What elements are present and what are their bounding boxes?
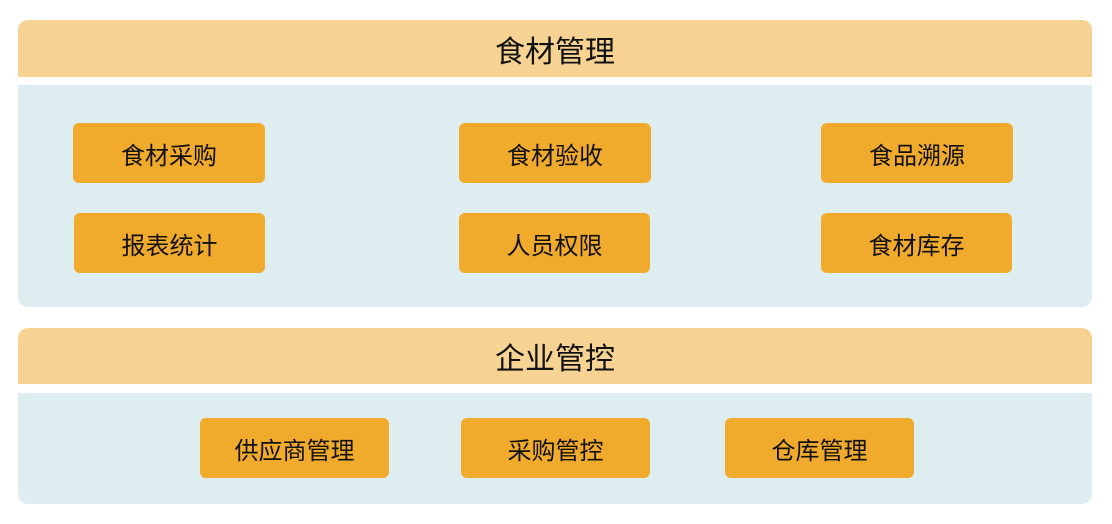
food-traceability-button[interactable]: 食品溯源: [821, 123, 1013, 183]
food-purchase-button[interactable]: 食材采购: [73, 123, 265, 183]
section-header-enterprise-control: 企业管控: [18, 328, 1092, 384]
personnel-permissions-button[interactable]: 人员权限: [459, 213, 650, 273]
report-statistics-button[interactable]: 报表统计: [74, 213, 265, 273]
section-title: 食材管理: [495, 34, 615, 70]
food-inventory-button[interactable]: 食材库存: [821, 213, 1012, 273]
section-header-food-management: 食材管理: [18, 20, 1092, 77]
section-title: 企业管控: [495, 342, 615, 377]
purchase-control-button[interactable]: 采购管控: [461, 418, 650, 478]
warehouse-management-button[interactable]: 仓库管理: [725, 418, 914, 478]
food-acceptance-button[interactable]: 食材验收: [459, 123, 651, 183]
food-management-panel: [18, 85, 1092, 307]
supplier-management-button[interactable]: 供应商管理: [200, 418, 389, 478]
